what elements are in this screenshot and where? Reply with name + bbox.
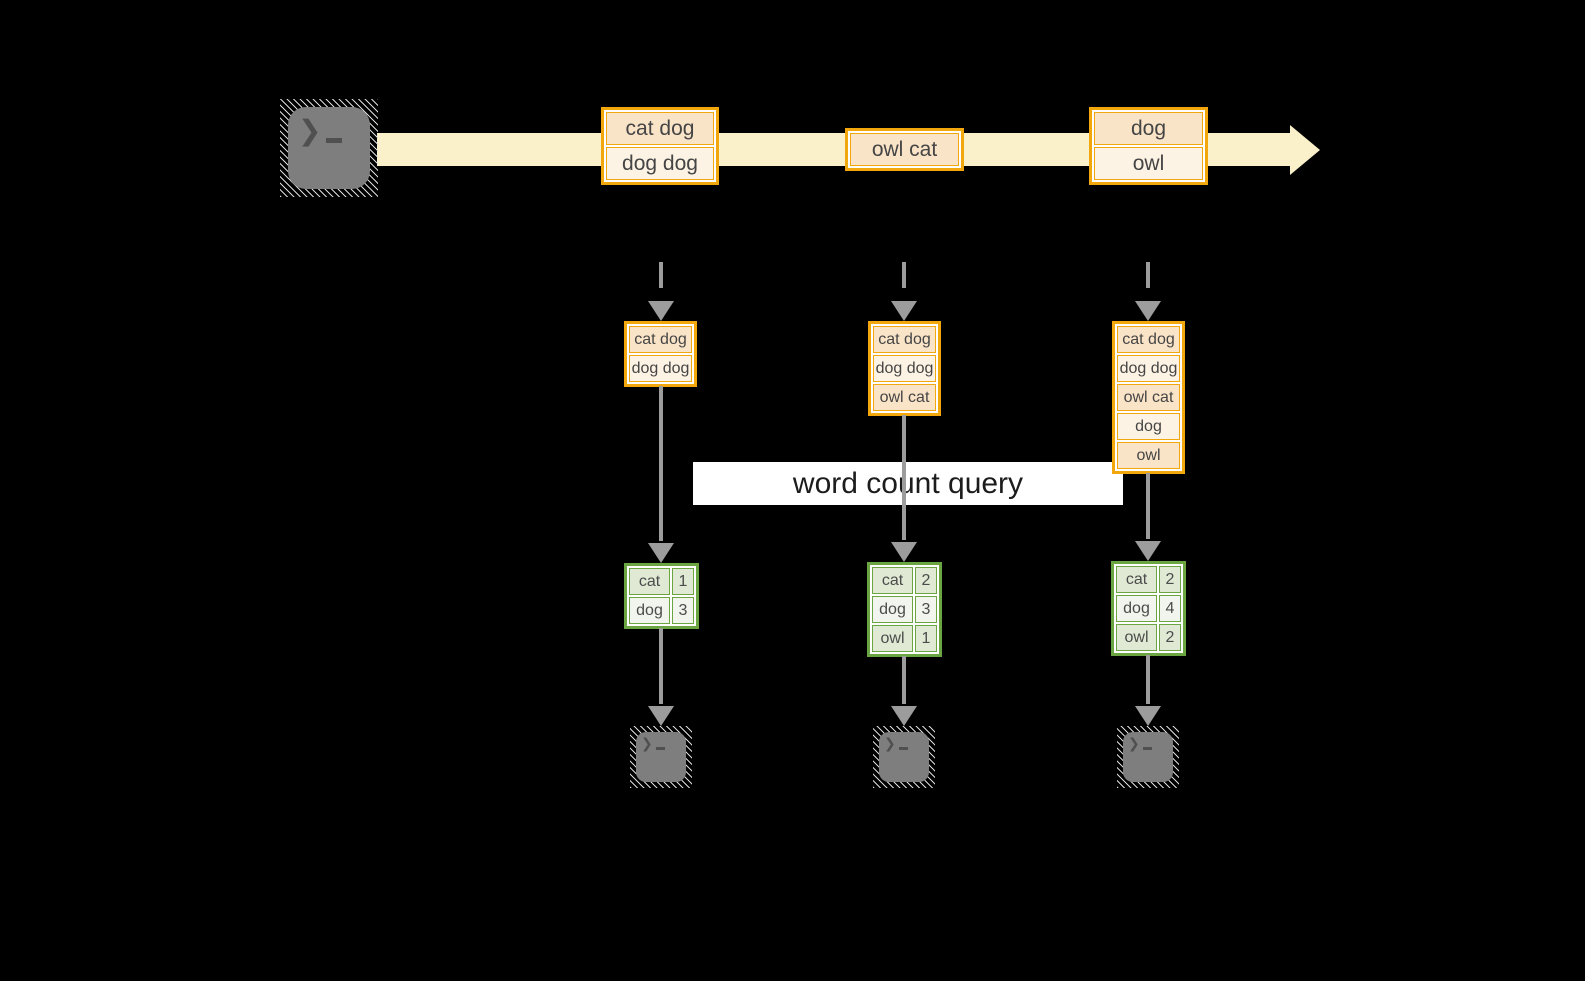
word-cell: cat bbox=[1116, 566, 1157, 593]
stream-event-row: dog dog bbox=[606, 147, 714, 180]
arrow-head bbox=[1135, 301, 1161, 321]
stream-event-row: owl cat bbox=[850, 133, 959, 166]
arrow-line bbox=[1146, 262, 1150, 288]
arrow-line bbox=[659, 262, 663, 288]
terminal-body bbox=[636, 732, 686, 782]
arrow-head bbox=[891, 301, 917, 321]
chevron-icon: ❯ bbox=[641, 736, 653, 752]
batch-row: dog dog bbox=[1117, 355, 1180, 382]
count-table-1: cat 1 dog 3 bbox=[624, 563, 699, 629]
batch-row: cat dog bbox=[629, 326, 692, 353]
batch-row: dog dog bbox=[873, 355, 936, 382]
terminal-body bbox=[288, 107, 370, 189]
arrow-head bbox=[648, 543, 674, 563]
stream-arrow-head bbox=[1290, 125, 1320, 175]
batch-row: cat dog bbox=[1117, 326, 1180, 353]
output-arrow-3 bbox=[1135, 655, 1161, 726]
stream-event-row: owl bbox=[1094, 147, 1203, 180]
arrow-line bbox=[659, 386, 663, 541]
output-arrow-1 bbox=[648, 628, 674, 726]
query-banner-label: word count query bbox=[792, 466, 1024, 500]
chevron-icon: ❯ bbox=[884, 736, 896, 752]
output-arrow-2 bbox=[891, 656, 917, 726]
micro-batch-box-3: cat dog dog dog owl cat dog owl bbox=[1112, 321, 1185, 474]
word-cell: dog bbox=[872, 596, 913, 623]
batch-row: owl cat bbox=[873, 384, 936, 411]
source-terminal-icon: ❯ bbox=[280, 99, 378, 197]
sink-terminal-icon-2: ❯ bbox=[873, 726, 935, 788]
arrow-line bbox=[902, 656, 906, 704]
terminal-prompt-icon: ❯ bbox=[884, 737, 908, 751]
micro-batch-box-2: cat dog dog dog owl cat bbox=[868, 321, 941, 416]
batch-row: owl cat bbox=[1117, 384, 1180, 411]
count-cell: 1 bbox=[915, 625, 937, 652]
stream-event-row: cat dog bbox=[606, 112, 714, 145]
arrow-head bbox=[891, 542, 917, 562]
word-cell: owl bbox=[872, 625, 913, 652]
sink-terminal-icon-3: ❯ bbox=[1117, 726, 1179, 788]
terminal-prompt-icon: ❯ bbox=[1128, 737, 1152, 751]
batch-arrow-1 bbox=[648, 262, 674, 321]
terminal-body bbox=[879, 732, 929, 782]
word-cell: dog bbox=[1116, 595, 1157, 622]
cursor-dash-icon bbox=[898, 747, 908, 750]
query-arrow-2 bbox=[891, 415, 917, 562]
stream-event-row: dog bbox=[1094, 112, 1203, 145]
count-cell: 3 bbox=[915, 596, 937, 623]
terminal-prompt-icon: ❯ bbox=[641, 737, 665, 751]
chevron-icon: ❯ bbox=[298, 114, 322, 147]
count-table-2: cat 2 dog 3 owl 1 bbox=[867, 562, 942, 657]
count-cell: 4 bbox=[1159, 595, 1181, 622]
arrow-head bbox=[1135, 706, 1161, 726]
arrow-head bbox=[1135, 541, 1161, 561]
cursor-dash-icon bbox=[1142, 747, 1152, 750]
batch-row: dog dog bbox=[629, 355, 692, 382]
query-banner: word count query bbox=[693, 462, 1123, 505]
terminal-prompt-icon: ❯ bbox=[298, 114, 343, 147]
query-arrow-1 bbox=[648, 386, 674, 563]
chevron-icon: ❯ bbox=[1128, 736, 1140, 752]
arrow-head bbox=[648, 706, 674, 726]
batch-row: dog bbox=[1117, 413, 1180, 440]
count-cell: 1 bbox=[672, 568, 694, 595]
batch-row: owl bbox=[1117, 442, 1180, 469]
query-arrow-3 bbox=[1135, 473, 1161, 561]
count-cell: 2 bbox=[1159, 624, 1181, 651]
arrow-line bbox=[902, 415, 906, 540]
count-table-3: cat 2 dog 4 owl 2 bbox=[1111, 561, 1186, 656]
stream-event-box-2: owl cat bbox=[845, 128, 964, 171]
cursor-dash-icon bbox=[655, 747, 665, 750]
sink-terminal-icon-1: ❯ bbox=[630, 726, 692, 788]
arrow-head bbox=[648, 301, 674, 321]
stream-event-box-1: cat dog dog dog bbox=[601, 107, 719, 185]
word-cell: cat bbox=[872, 567, 913, 594]
micro-batch-box-1: cat dog dog dog bbox=[624, 321, 697, 387]
batch-arrow-2 bbox=[891, 262, 917, 321]
arrow-line bbox=[1146, 473, 1150, 539]
count-cell: 3 bbox=[672, 597, 694, 624]
arrow-line bbox=[1146, 655, 1150, 704]
word-cell: cat bbox=[629, 568, 670, 595]
arrow-head bbox=[891, 706, 917, 726]
cursor-dash-icon bbox=[326, 138, 343, 143]
arrow-line bbox=[659, 628, 663, 704]
count-cell: 2 bbox=[1159, 566, 1181, 593]
terminal-body bbox=[1123, 732, 1173, 782]
word-cell: owl bbox=[1116, 624, 1157, 651]
stream-event-box-3: dog owl bbox=[1089, 107, 1208, 185]
batch-row: cat dog bbox=[873, 326, 936, 353]
arrow-line bbox=[902, 262, 906, 288]
word-cell: dog bbox=[629, 597, 670, 624]
count-cell: 2 bbox=[915, 567, 937, 594]
batch-arrow-3 bbox=[1135, 262, 1161, 321]
